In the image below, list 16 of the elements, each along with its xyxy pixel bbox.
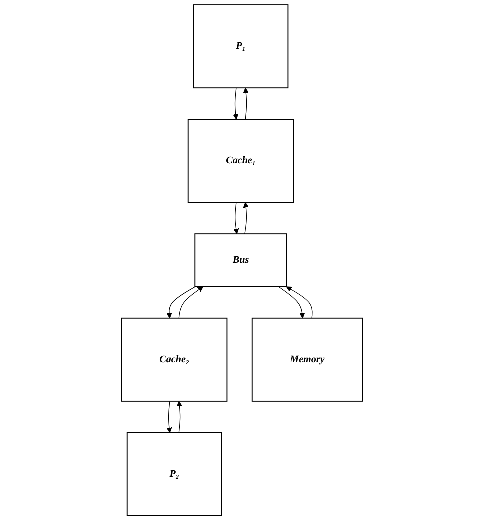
arrow [233,88,239,120]
node-box: P₁ [194,4,289,89]
arrow [286,286,314,319]
node-box: Cache₁ [188,119,294,204]
node-box: Cache₂ [122,318,228,402]
arrow [244,88,250,120]
arrow [244,202,250,234]
arrow [278,286,306,319]
arrow [179,286,204,319]
node-box: Bus [194,234,288,288]
node-box: P₂ [127,432,222,516]
arrow [166,286,196,319]
arrow [166,401,172,434]
arrow [177,401,183,434]
arrow [234,202,240,234]
node-box: Memory [252,318,364,402]
